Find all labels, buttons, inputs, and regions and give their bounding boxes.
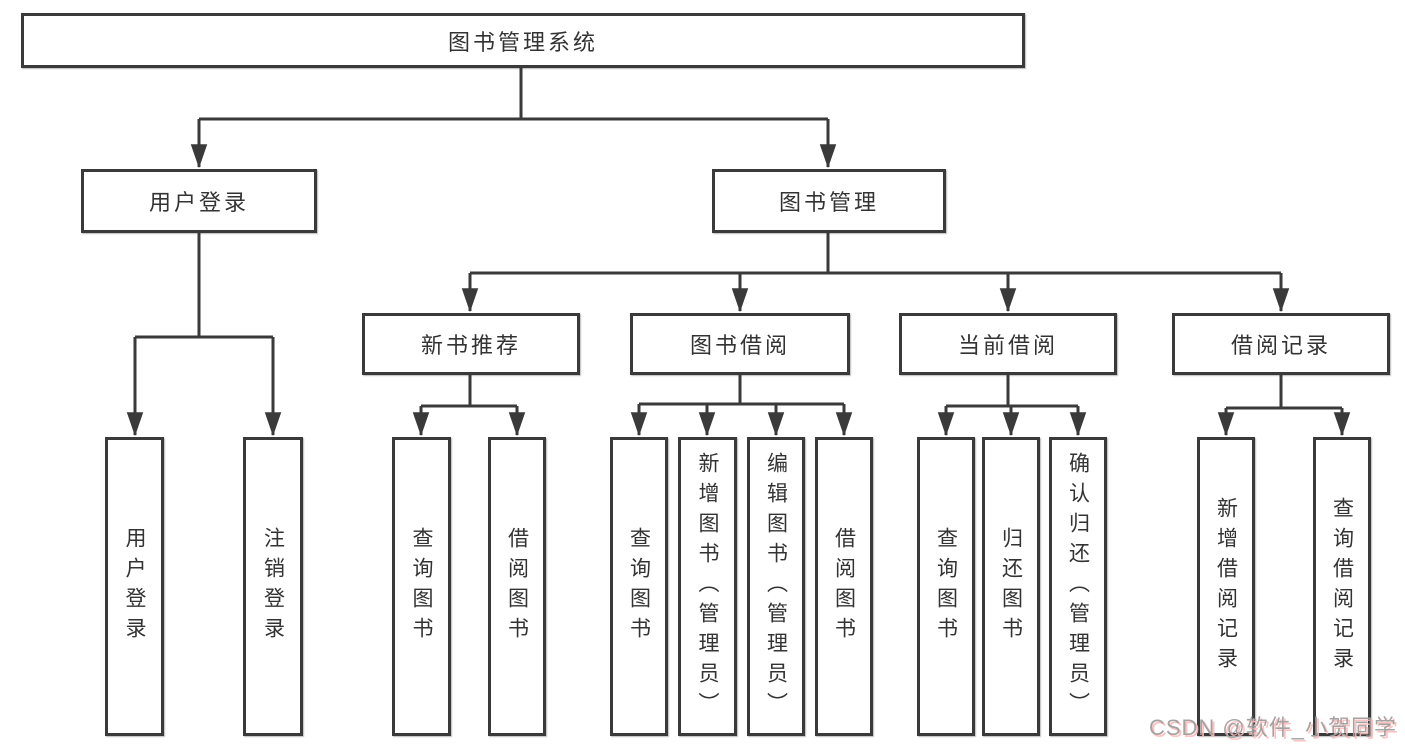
node-book-borrow: 图书借阅 [630, 313, 850, 375]
leaf-recommend-query-book: 查询图书 [392, 437, 451, 736]
leaf-user-login: 用户登录 [105, 437, 164, 736]
node-current-borrow: 当前借阅 [899, 313, 1117, 375]
node-user-login: 用户登录 [81, 169, 317, 233]
leaf-borrow-borrow-book: 借阅图书 [815, 437, 873, 736]
leaf-record-query: 查询借阅记录 [1313, 437, 1371, 736]
leaf-recommend-borrow-book: 借阅图书 [488, 437, 546, 736]
leaf-borrow-edit-book-admin: 编辑图书（管理员） [747, 437, 805, 736]
leaf-current-confirm-return-admin: 确认归还（管理员） [1049, 437, 1107, 736]
node-root-system: 图书管理系统 [21, 13, 1025, 68]
leaf-borrow-add-book-admin: 新增图书（管理员） [678, 437, 737, 736]
leaf-current-query-book: 查询图书 [917, 437, 975, 736]
leaf-borrow-query-book: 查询图书 [610, 437, 668, 736]
node-new-book-recommend: 新书推荐 [362, 313, 580, 375]
node-book-management: 图书管理 [712, 169, 946, 233]
leaf-record-add: 新增借阅记录 [1197, 437, 1255, 736]
node-borrow-record: 借阅记录 [1172, 313, 1390, 375]
leaf-logout: 注销登录 [243, 437, 303, 736]
csdn-watermark: CSDN @软件_小贺同学 [1148, 715, 1397, 740]
leaf-current-return-book: 归还图书 [982, 437, 1040, 736]
